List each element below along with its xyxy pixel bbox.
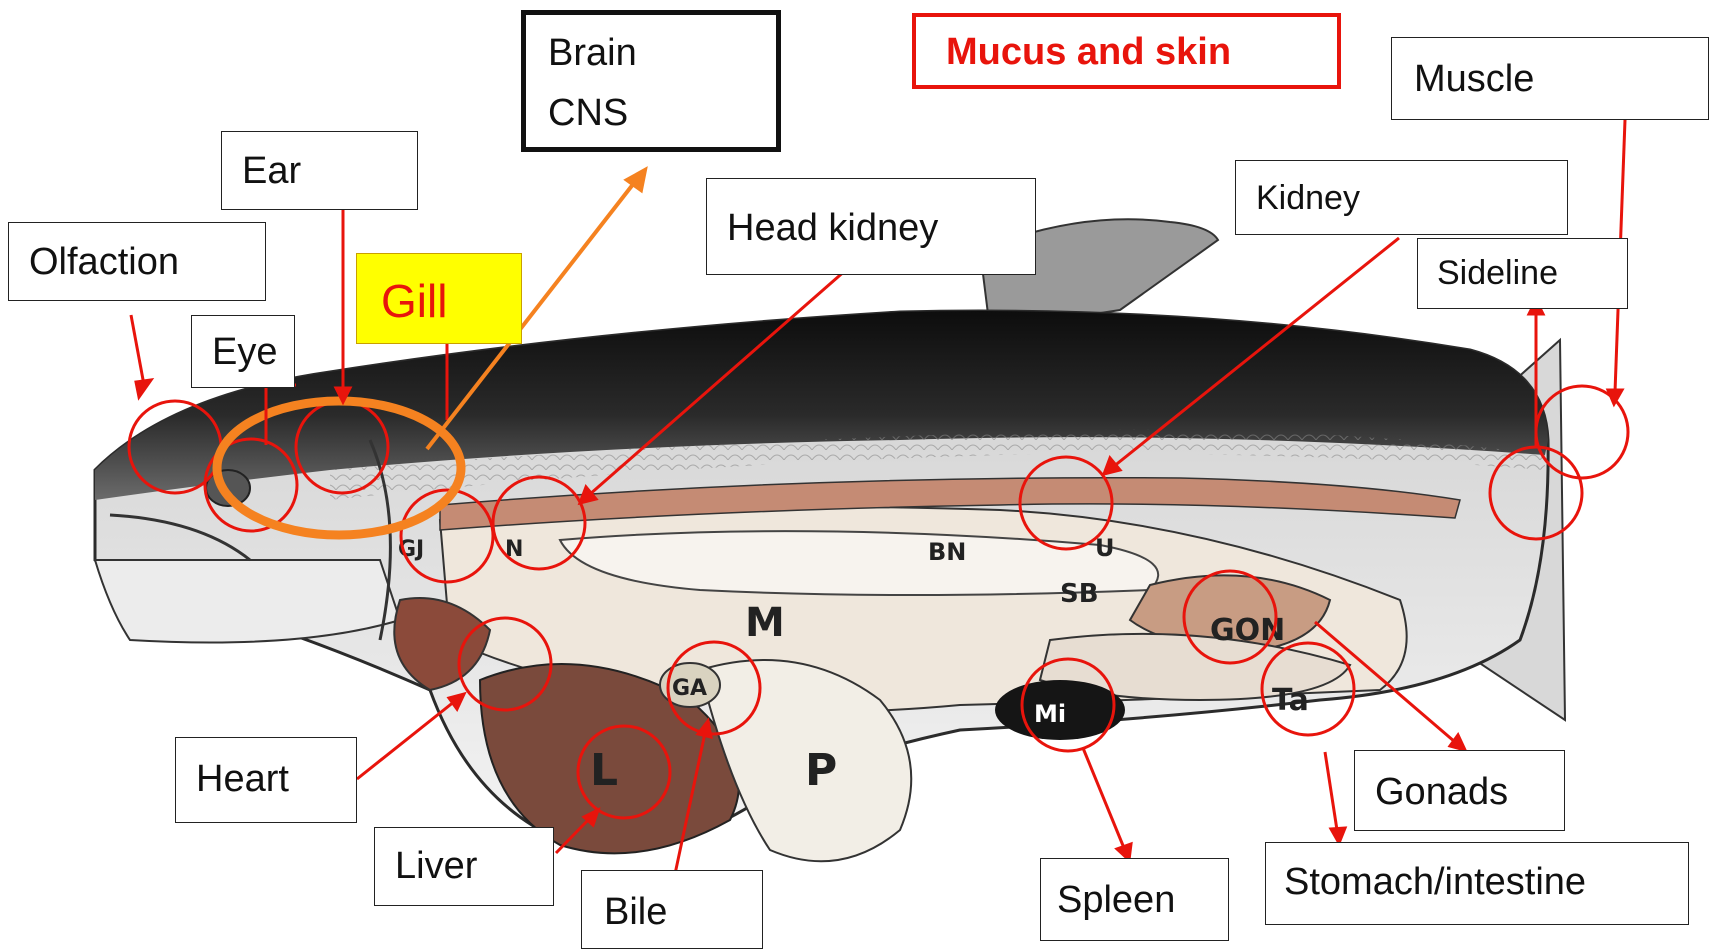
label-gill: Gill <box>356 253 522 344</box>
label-sideline-text: Sideline <box>1437 254 1558 293</box>
label-eye-text: Eye <box>212 331 277 374</box>
label-gonads: Gonads <box>1354 750 1565 831</box>
label-olfaction: Olfaction <box>8 222 266 301</box>
code-l: L <box>590 745 618 796</box>
code-ga: GA <box>672 676 707 701</box>
label-bile-text: Bile <box>604 891 667 934</box>
code-bn: BN <box>928 538 966 566</box>
label-spleen-text: Spleen <box>1057 879 1175 922</box>
fish-jaw <box>95 560 400 643</box>
label-liver-text: Liver <box>395 845 477 888</box>
label-brain-line2: CNS <box>548 92 628 135</box>
label-bile: Bile <box>581 870 763 949</box>
code-sb: SB <box>1060 579 1099 609</box>
label-stomach-intestine: Stomach/intestine <box>1265 842 1689 925</box>
code-ta: Ta <box>1272 683 1309 718</box>
label-gonads-text: Gonads <box>1375 771 1508 814</box>
label-mucus-and-skin: Mucus and skin <box>912 13 1341 89</box>
label-muscle: Muscle <box>1391 37 1709 120</box>
label-muscle-text: Muscle <box>1414 58 1534 101</box>
label-stomach-text: Stomach/intestine <box>1284 861 1586 904</box>
label-ear-text: Ear <box>242 150 301 193</box>
label-ear: Ear <box>221 131 418 210</box>
label-gill-text: Gill <box>381 274 447 328</box>
label-head-kidney-text: Head kidney <box>727 207 938 250</box>
label-liver: Liver <box>374 827 554 906</box>
label-heart-text: Heart <box>196 758 289 801</box>
label-kidney: Kidney <box>1235 160 1568 235</box>
label-eye: Eye <box>191 315 295 388</box>
label-kidney-text: Kidney <box>1256 179 1360 218</box>
code-m: M <box>745 600 785 646</box>
label-brain-cns: Brain CNS <box>521 10 781 152</box>
label-olfaction-text: Olfaction <box>29 241 179 284</box>
code-p: P <box>805 745 837 796</box>
label-head-kidney: Head kidney <box>706 178 1036 275</box>
label-heart: Heart <box>175 737 357 823</box>
label-mucus-text: Mucus and skin <box>946 31 1231 74</box>
label-brain-line1: Brain <box>548 32 637 75</box>
code-mi: Mi <box>1034 700 1066 728</box>
code-u: U <box>1095 534 1115 562</box>
label-sideline: Sideline <box>1417 238 1628 309</box>
label-spleen: Spleen <box>1040 858 1229 941</box>
